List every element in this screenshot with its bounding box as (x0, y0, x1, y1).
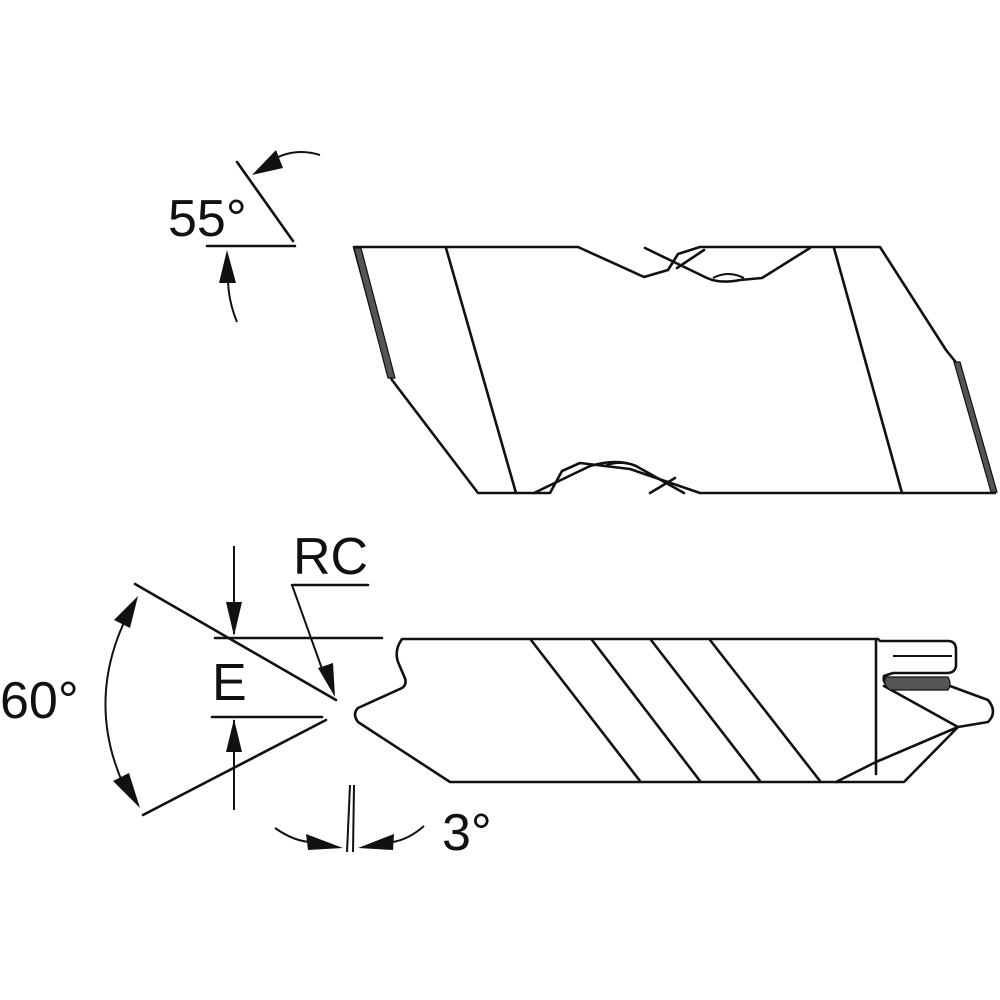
radius-rc-callout: RC (290, 528, 370, 697)
radius-rc-label: RC (293, 528, 368, 586)
dimension-e-callout: E (210, 546, 384, 810)
insert-side-view (353, 637, 995, 784)
angle-3-label: 3° (442, 804, 492, 862)
insert-top-view (352, 245, 998, 495)
dimension-e-label: E (212, 654, 247, 712)
angle-55-label: 55° (168, 190, 247, 248)
angle-3-callout: 3° (274, 784, 492, 862)
angle-60-label: 60° (0, 672, 79, 730)
angle-60-callout: 60° (0, 582, 338, 817)
angle-55-callout: 55° (168, 150, 321, 323)
